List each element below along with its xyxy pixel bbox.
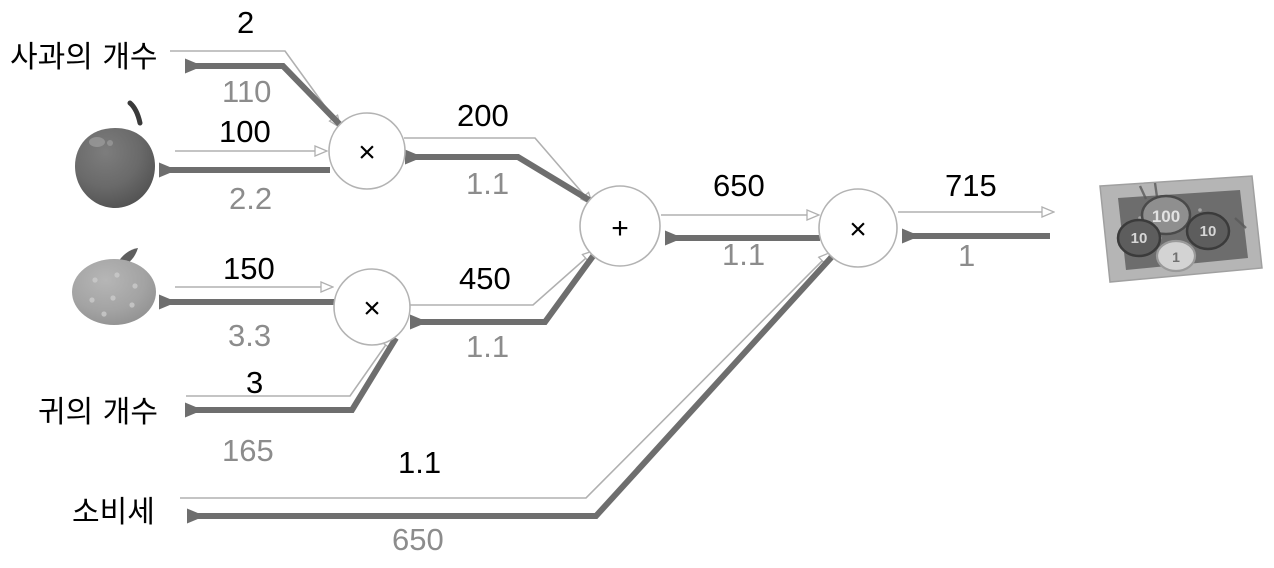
node-add-total-symbol: +: [611, 212, 629, 245]
operation-nodes: × × + ×: [328, 112, 898, 346]
node-mul-tax-symbol: ×: [849, 213, 867, 246]
coin-10-right: 10: [1185, 211, 1231, 251]
edge-label-tax-backward: 650: [392, 522, 444, 557]
edge-label-tangerine-count-forward: 3: [246, 365, 264, 400]
node-mul-apple: ×: [328, 112, 406, 190]
tangerine-count-label: 귀의 개수: [38, 395, 158, 430]
node-add-total: +: [579, 185, 661, 267]
edge-tangerine-sub-forward: [409, 251, 594, 306]
edge-tangerine-count-backward: [185, 336, 399, 418]
edge-apple-subtotal-backward: [405, 149, 596, 206]
edge-label-apple-count-forward: 2: [237, 5, 255, 40]
edge-label-tangerine-count-backward: 165: [222, 433, 274, 468]
forward-edges: [170, 50, 1053, 499]
edge-label-apple-subtotal-backward: 1.1: [466, 166, 510, 201]
node-mul-tax: ×: [818, 188, 898, 268]
edge-tangerine-count-forward: [186, 336, 392, 397]
edge-label-apple-count-backward: 110: [222, 74, 272, 109]
edge-tax-forward: [180, 253, 830, 499]
coin-1-value: 1: [1172, 249, 1180, 265]
edge-label-output-backward: 1: [958, 238, 976, 273]
apple-image: [75, 100, 155, 208]
backward-edges: [159, 58, 1050, 524]
node-mul-apple-symbol: ×: [358, 136, 376, 169]
coin-10-right-value: 10: [1200, 223, 1217, 240]
edge-label-output-forward: 715: [945, 168, 997, 203]
edge-label-apple-subtotal-forward: 200: [457, 98, 509, 133]
edge-tax-backward: [187, 247, 841, 524]
tangerine-image: [72, 248, 156, 325]
edge-apple-count-backward: [185, 58, 355, 140]
edge-label-tangerine-price-backward: 3.3: [228, 318, 272, 353]
apple-count-label: 사과의 개수: [10, 40, 158, 75]
edge-label-apple-price-forward: 100: [219, 114, 271, 149]
edge-label-tangerine-price-forward: 150: [223, 251, 275, 286]
tax-label: 소비세: [72, 495, 155, 530]
edge-label-sum-forward: 650: [713, 168, 765, 203]
edge-label-apple-price-backward: 2.2: [229, 181, 273, 216]
edge-label-sum-backward: 1.1: [722, 237, 766, 272]
edge-apple-subtotal-forward: [404, 137, 592, 204]
node-mul-tangerine: ×: [333, 268, 411, 346]
node-mul-tangerine-symbol: ×: [363, 292, 381, 325]
edge-label-tax-forward: 1.1: [398, 445, 442, 480]
edge-label-tangerine-sub-forward: 450: [459, 261, 511, 296]
edge-label-tangerine-sub-backward: 1.1: [466, 329, 510, 364]
coin-100-value: 100: [1152, 207, 1180, 226]
edge-tangerine-sub-backward: [410, 250, 599, 330]
coin-10-left-value: 10: [1131, 230, 1148, 247]
coin-1: 1: [1155, 239, 1197, 273]
coin-tray-image: 100 10 10 1: [1099, 175, 1263, 283]
coin-10-left: 10: [1116, 218, 1162, 258]
